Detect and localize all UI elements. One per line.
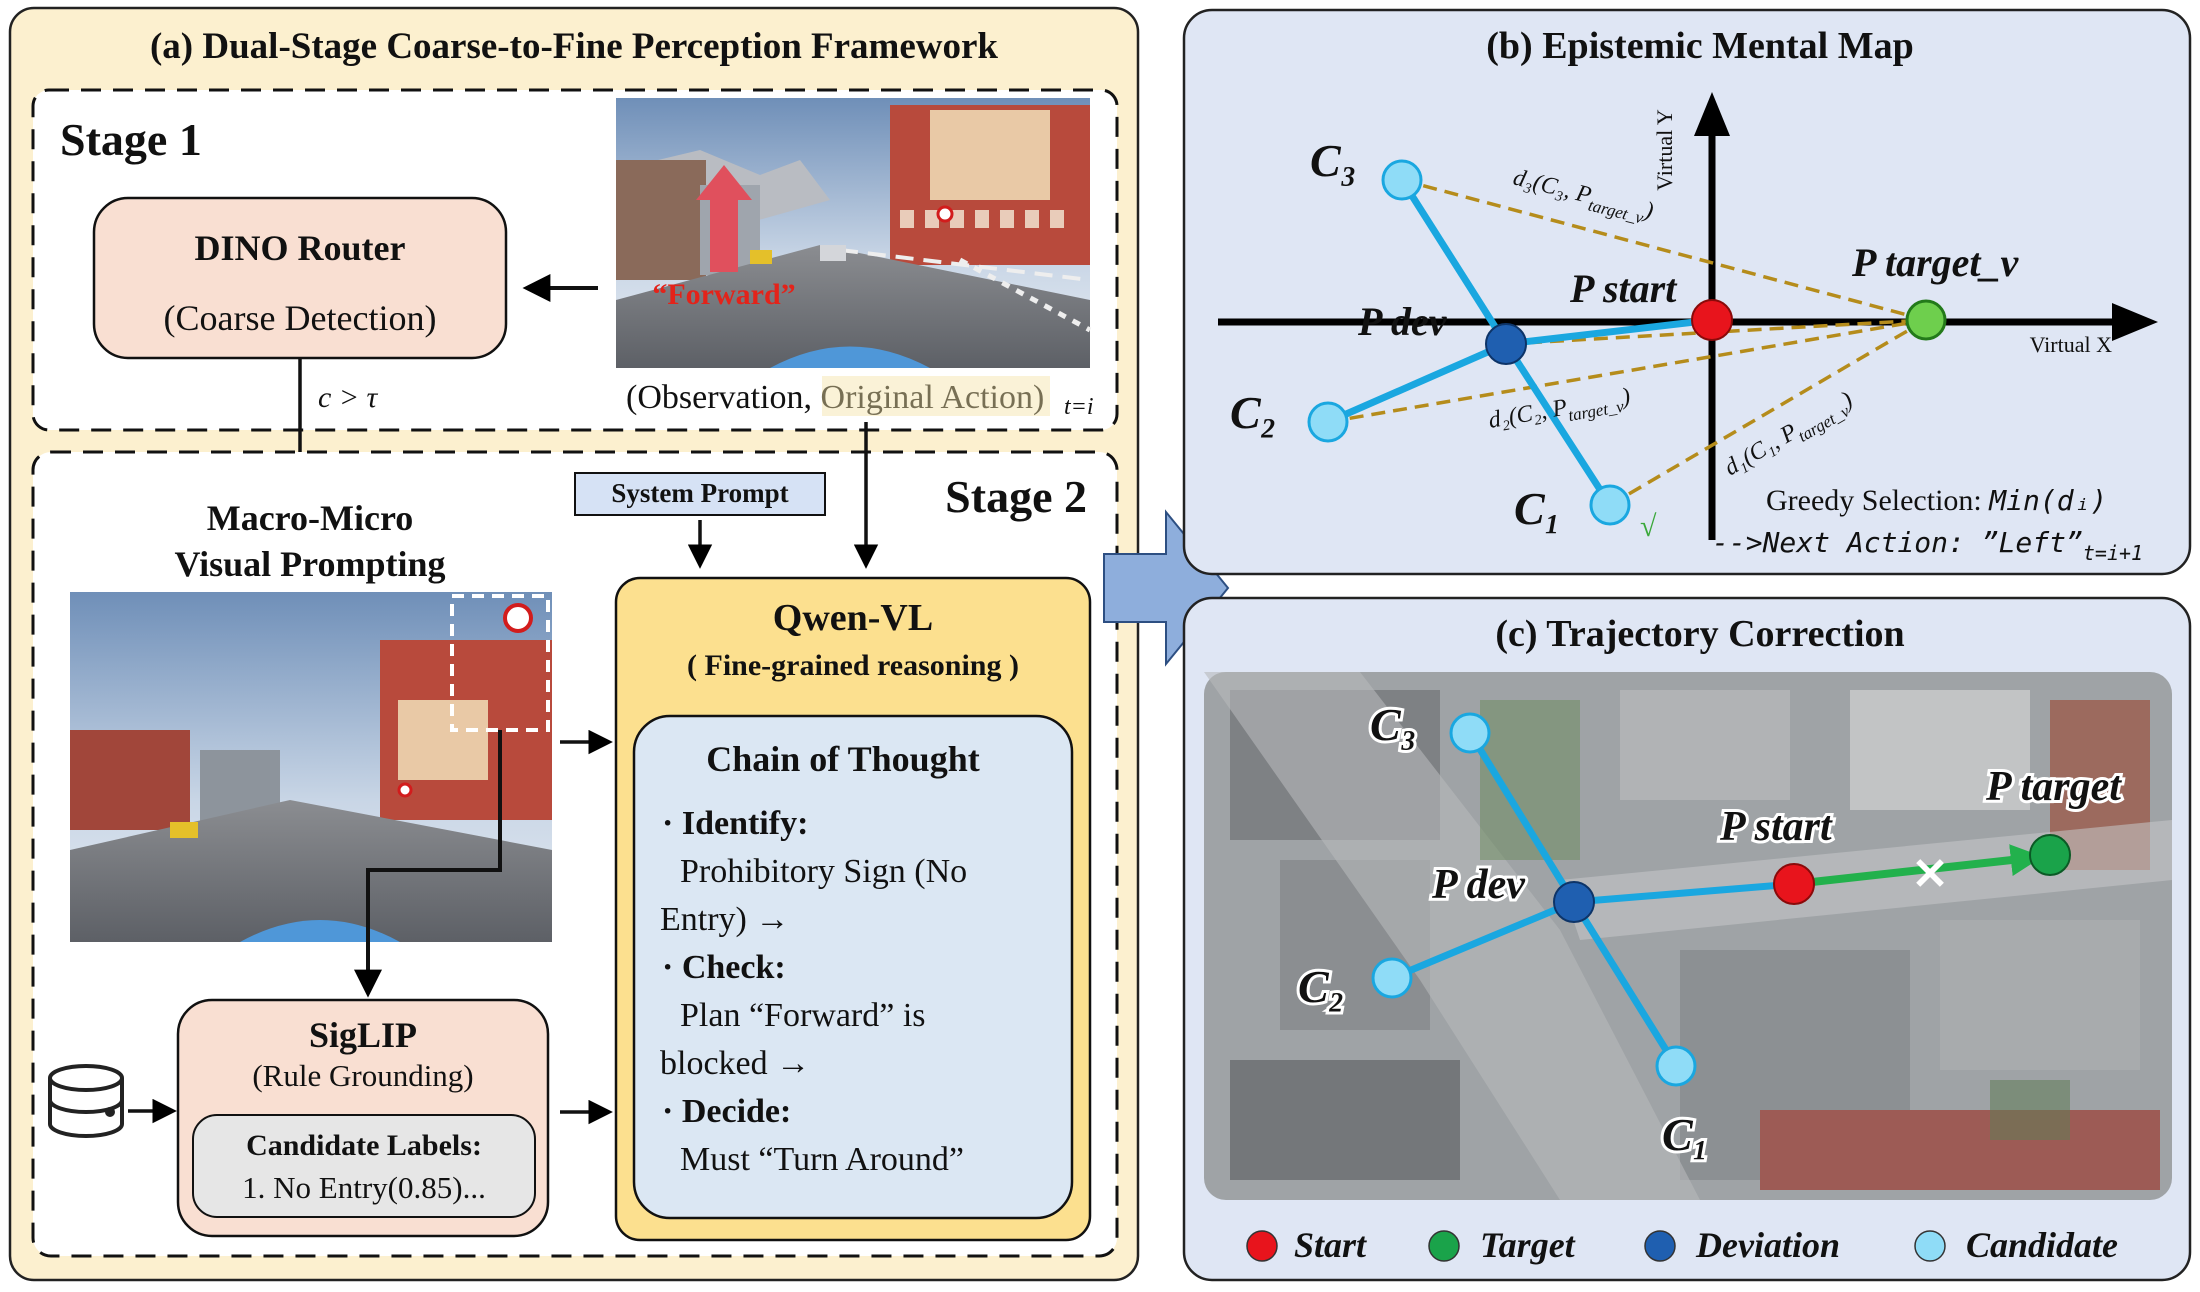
forward-label: “Forward” [652,278,795,311]
arrow-macro-to-siglip [354,730,502,998]
planned-path-line [1793,844,2043,888]
macro-micro-title-2: Visual Prompting [174,544,445,584]
p-dev-map-label: P dev [1431,862,1526,908]
stage1-label: Stage 1 [60,114,202,165]
cross-mark-icon: ✕ [1912,850,1949,899]
stage2-label: Stage 2 [945,471,1087,522]
p-start-map-node [1773,863,1815,905]
legend-start-label: Start [1294,1225,1367,1265]
check-mark-icon: √ [1640,510,1657,543]
p-target-map-label: P target [1985,764,2122,810]
cot-line-6: blocked → [660,1045,810,1082]
x-axis-arrowhead [2112,303,2158,341]
original-action-highlight [822,376,1050,416]
panel-a: (a) Dual-Stage Coarse-to-Fine Perception… [8,6,1140,1282]
observation-caption: (Observation, Original Action) [626,379,1044,416]
system-prompt-label: System Prompt [611,478,788,508]
p-start-node [1691,299,1733,341]
cot-line-3: Entry) → [660,901,789,938]
c1-map-node [1655,1045,1697,1087]
chain-of-thought-box [632,714,1074,1220]
c2-node [1307,401,1349,443]
legend-start-icon [1246,1230,1278,1262]
candidate-labels-item: 1. No Entry(0.85)... [242,1170,486,1205]
panel-a-title: (a) Dual-Stage Coarse-to-Fine Perception… [150,26,998,67]
cot-line-5: Plan “Forward” is [680,997,926,1034]
chain-of-thought-title: Chain of Thought [706,739,979,779]
c3-map-node [1449,712,1491,754]
legend-target-icon [1428,1230,1460,1262]
p-start-map-label: P start [1719,804,1833,850]
panel-c-title: (c) Trajectory Correction [1495,613,1904,655]
panel-b-title: (b) Epistemic Mental Map [1486,25,1913,67]
threshold-label: c > τ [318,381,379,414]
cot-line-identify: · Identify: [662,805,808,842]
legend-candidate-label: Candidate [1966,1225,2118,1265]
cot-line-2: Prohibitory Sign (No [680,853,967,890]
qwen-vl-title: Qwen-VL [773,597,933,639]
micro-crop-box [450,594,550,732]
c1-label: C₁ [1514,483,1561,534]
p-target-node [1905,299,1947,341]
legend-target-label: Target [1480,1225,1576,1265]
next-action: -->Next Action: ”Left”t=i+1 [1712,526,2143,565]
aerial-map-image [1204,672,2172,1200]
original-action-text: Original Action [821,379,1033,416]
c1-node [1589,484,1631,526]
cot-line-decide: · Decide: [662,1093,791,1130]
observation-image: “Forward” [616,98,1092,368]
panel-b: (b) Epistemic Mental Map Virtual X Virtu… [1182,8,2192,576]
database-icon [48,1064,124,1138]
dino-router-subtitle: (Coarse Detection) [164,298,437,338]
forward-arrow-icon [696,165,752,272]
siglip-subtitle: (Rule Grounding) [252,1058,473,1093]
cot-line-check: · Check: [662,949,786,986]
c2-map-node [1371,957,1413,999]
legend-candidate-icon [1914,1230,1946,1262]
dino-router-title: DINO Router [195,228,406,268]
trajectory-candidate-lines [1390,731,1795,1068]
candidate-labels-box [192,1114,536,1218]
panel-c: (c) Trajectory Correction ✕ [1182,596,2192,1282]
x-axis-label: Virtual X [2030,332,2112,357]
p-dev-map-node [1553,881,1595,923]
p-dev-node [1485,323,1527,365]
legend: Start Target Deviation Candidate [1246,1225,2118,1265]
cot-line-8: Must “Turn Around” [680,1141,964,1178]
c2-label: C₂ [1230,387,1277,438]
p-dev-label: P dev [1357,299,1448,344]
legend-deviation-icon [1644,1230,1676,1262]
siglip-title: SigLIP [309,1015,417,1055]
p-target-label: P target_v [1851,240,2019,285]
y-axis-label: Virtual Y [1652,109,1677,191]
panel-b-background [1182,8,2192,576]
greedy-selection: Greedy Selection: Min(dᵢ) [1766,484,2107,517]
system-prompt-box [574,472,826,516]
macro-micro-title-1: Macro-Micro [207,498,414,538]
candidate-lines [1326,178,1713,507]
legend-deviation-label: Deviation [1695,1225,1840,1265]
qwen-vl-subtitle: ( Fine-grained reasoning ) [687,649,1019,682]
p-start-label: P start [1569,266,1678,311]
map-labels: C₃ C₂ C₁ P dev P start P target [1295,696,2125,1163]
y-axis-arrowhead [1694,92,1730,136]
c2-map-label: C₂ [1298,961,1345,1012]
c3-node [1381,159,1423,201]
observation-subscript: t=i [1064,394,1094,420]
candidate-labels-title: Candidate Labels: [246,1129,482,1162]
p-target-map-node [2029,834,2071,876]
c1-map-label: C₁ [1662,1109,1709,1160]
c3-map-label: C₃ [1370,699,1417,750]
macro-micro-image [70,592,552,942]
c3-label: C₃ [1310,135,1357,186]
